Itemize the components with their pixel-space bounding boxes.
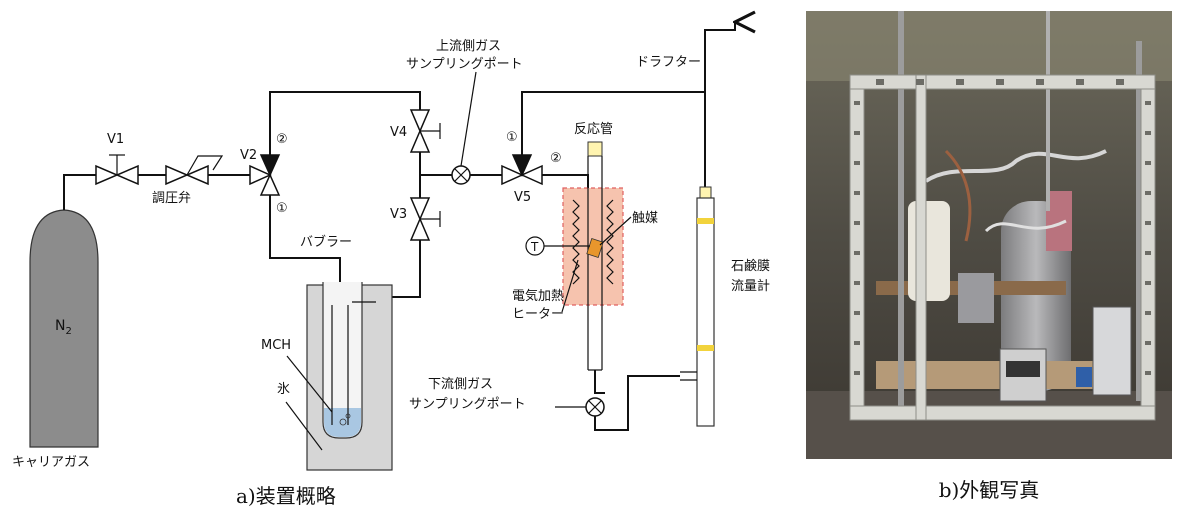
reactor-tube	[587, 141, 603, 371]
apparatus-schematic: N2 キャリアガス V1 調圧弁 V2 ② ① V4 V3	[12, 0, 770, 508]
catalyst-label: 触媒	[632, 211, 658, 226]
v4-label: V4	[390, 125, 407, 140]
n2-cylinder: N2	[29, 209, 99, 448]
v1-valve	[95, 154, 139, 186]
regulator-label: 調圧弁	[152, 191, 191, 206]
downstream-port-label-1: 下流側ガス	[428, 377, 493, 392]
v5-valve	[501, 154, 543, 186]
photo-caption: b)外観写真	[938, 478, 1040, 502]
v4-valve	[409, 109, 441, 153]
pipe-cylinder-out	[63, 174, 96, 210]
v3-label: V3	[390, 207, 407, 222]
upstream-port-label-1: 上流側ガス	[436, 39, 501, 54]
bubbler-tube	[322, 282, 376, 439]
reactor-label: 反応管	[574, 122, 613, 137]
v2-port-2: ②	[276, 132, 288, 147]
v5-label: V5	[514, 190, 531, 205]
thermocouple	[525, 236, 590, 256]
pipe-to-flowmeter	[594, 375, 680, 431]
soap-film-flowmeter	[680, 186, 715, 427]
pipe-bypass	[269, 91, 421, 155]
regulator-valve	[165, 155, 224, 186]
svg-text:N2: N2	[55, 318, 72, 337]
heater-label-2: ヒーター	[512, 307, 564, 322]
v5-port-2: ②	[550, 151, 562, 166]
mch-label: MCH	[261, 338, 291, 353]
ice-label: 氷	[277, 382, 290, 397]
pipe-exhaust	[704, 22, 735, 195]
pipe-to-bubbler	[269, 195, 341, 305]
draft-label: ドラフター	[636, 55, 701, 70]
v3-valve	[409, 197, 441, 241]
v2-port-1: ①	[276, 201, 288, 216]
upstream-port-label-2: サンプリングポート	[406, 57, 523, 72]
upstream-sampling-port	[451, 165, 471, 185]
diagram-caption: a)装置概略	[236, 484, 336, 508]
v2-valve	[249, 154, 281, 196]
v5-port-1: ①	[506, 130, 518, 145]
flowmeter-label-2: 流量計	[731, 278, 770, 294]
pipe-to-draft	[521, 91, 705, 155]
v2-label: V2	[240, 148, 257, 163]
flowmeter-label-1: 石鹸膜	[731, 259, 770, 274]
thermocouple-label: T	[530, 240, 539, 254]
downstream-sampling-port	[585, 397, 605, 417]
carrier-gas-label: キャリアガス	[12, 455, 90, 470]
apparatus-photo	[806, 11, 1172, 459]
bubbler-label: バブラー	[300, 234, 352, 250]
downstream-port-label-2: サンプリングポート	[409, 397, 526, 412]
heater-label-1: 電気加熱	[512, 288, 564, 304]
v1-label: V1	[107, 132, 124, 147]
